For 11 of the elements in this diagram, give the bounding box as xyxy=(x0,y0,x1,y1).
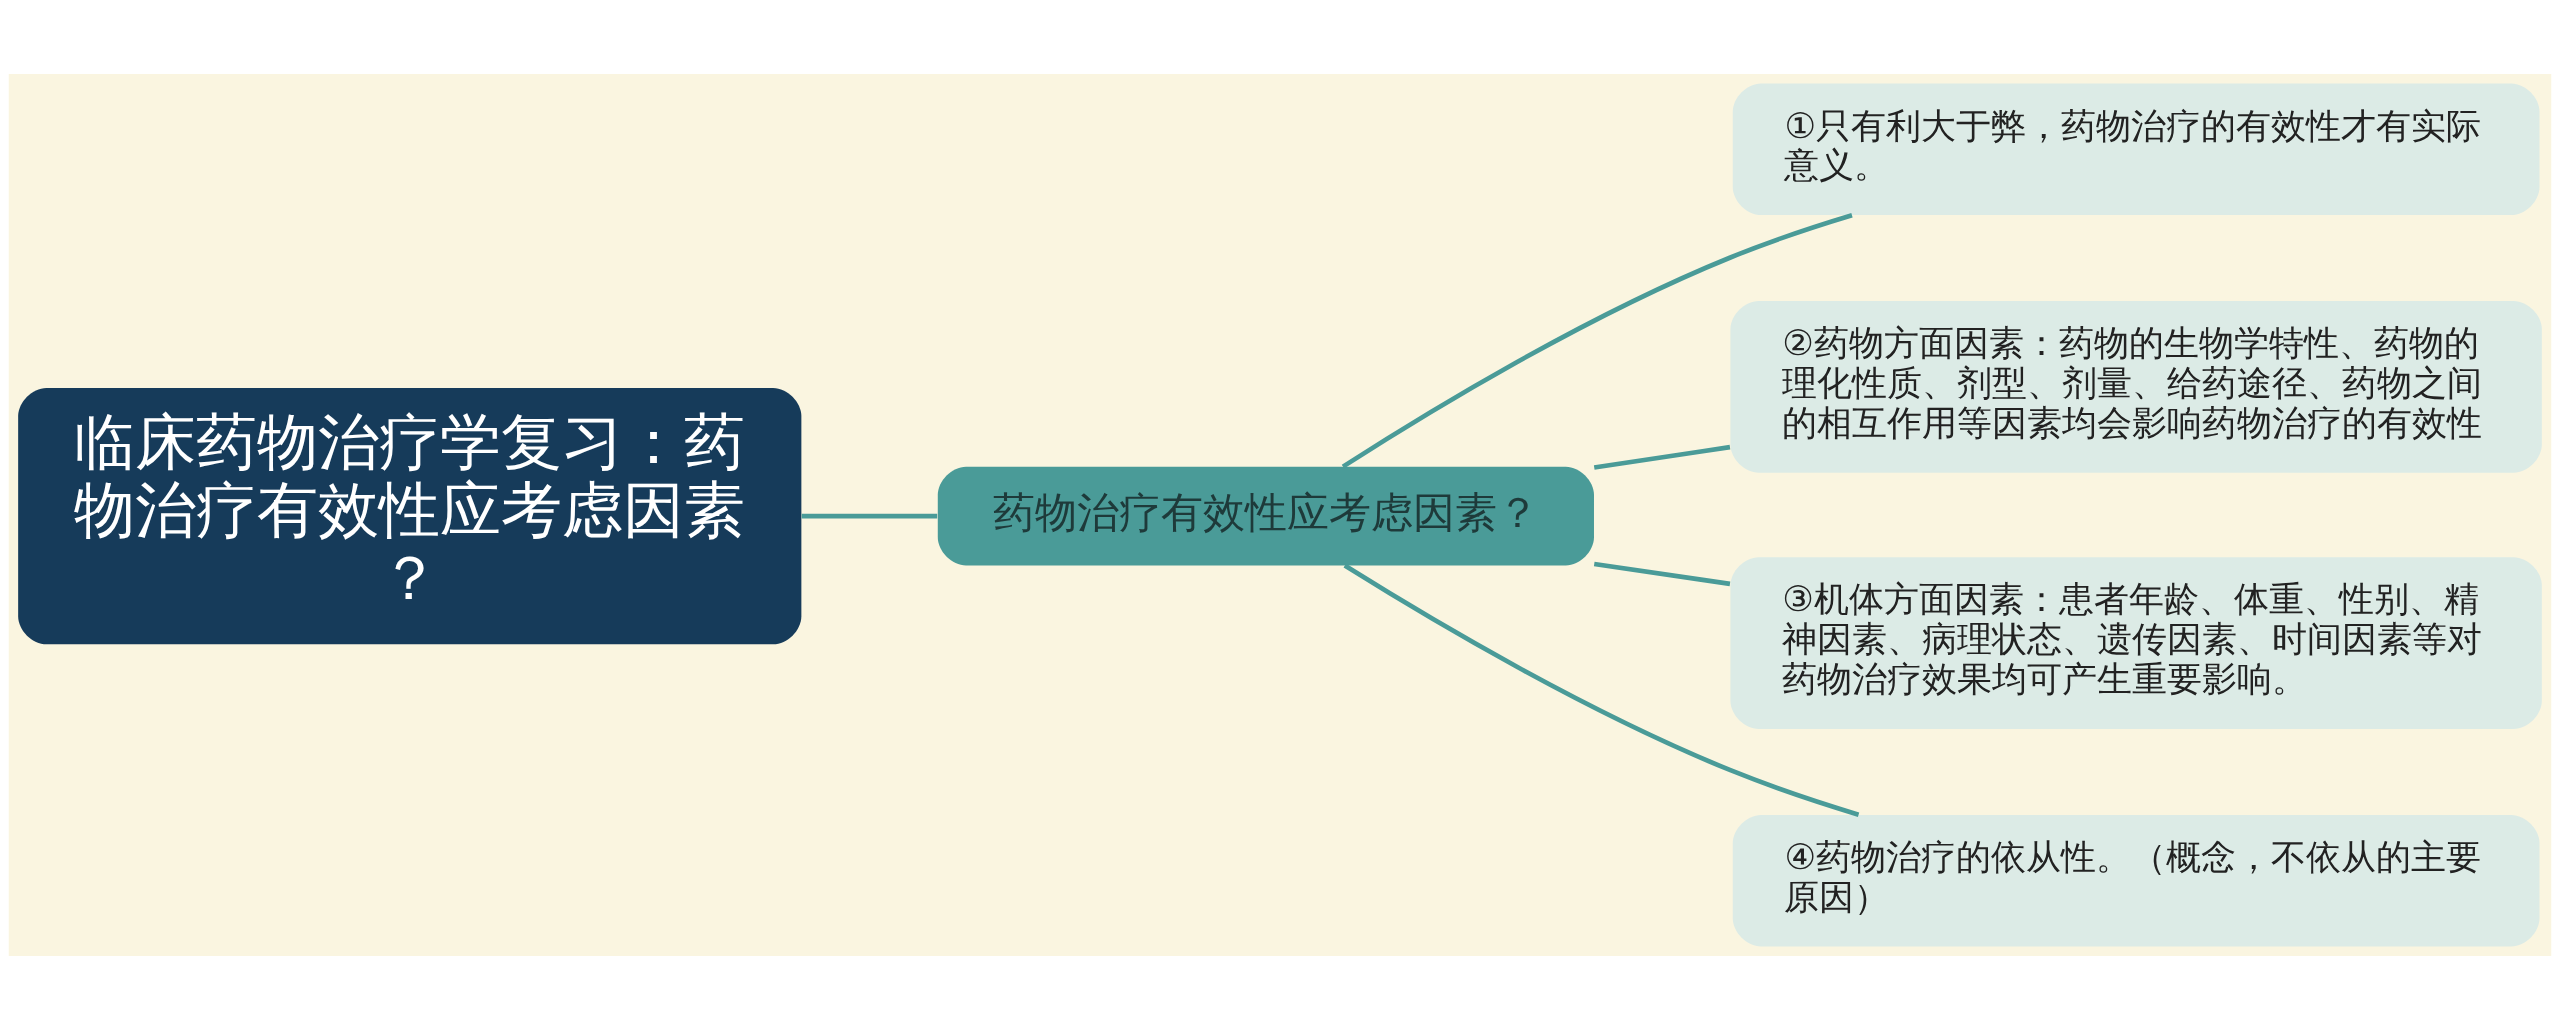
connector xyxy=(1341,212,1853,469)
node-box: ①只有利大于弊，药物治疗的有效性才有实际意义。 xyxy=(1732,82,2540,215)
connector xyxy=(1593,561,1731,586)
connector xyxy=(1593,444,1731,470)
node-box: ④药物治疗的依从性。（概念，不依从的主要原因） xyxy=(1732,814,2540,947)
node-box: 药物治疗有效性应考虑因素？ xyxy=(937,466,1594,566)
node-box: 临床药物治疗学复习：药物治疗有效性应考虑因素？ xyxy=(18,387,802,644)
node-box: ②药物方面因素：药物的生物学特性、药物的理化性质、剂型、剂量、给药途径、药物之间的相互作用等因素均会影响药物治疗的有效性 xyxy=(1730,300,2542,473)
connector xyxy=(1343,563,1860,817)
node-box: ③机体方面因素：患者年龄、体重、性别、精神因素、病理状态、遗传因素、时间因素等对药物治疗效果均可产生重要影响。 xyxy=(1730,556,2542,729)
connector xyxy=(801,513,938,519)
